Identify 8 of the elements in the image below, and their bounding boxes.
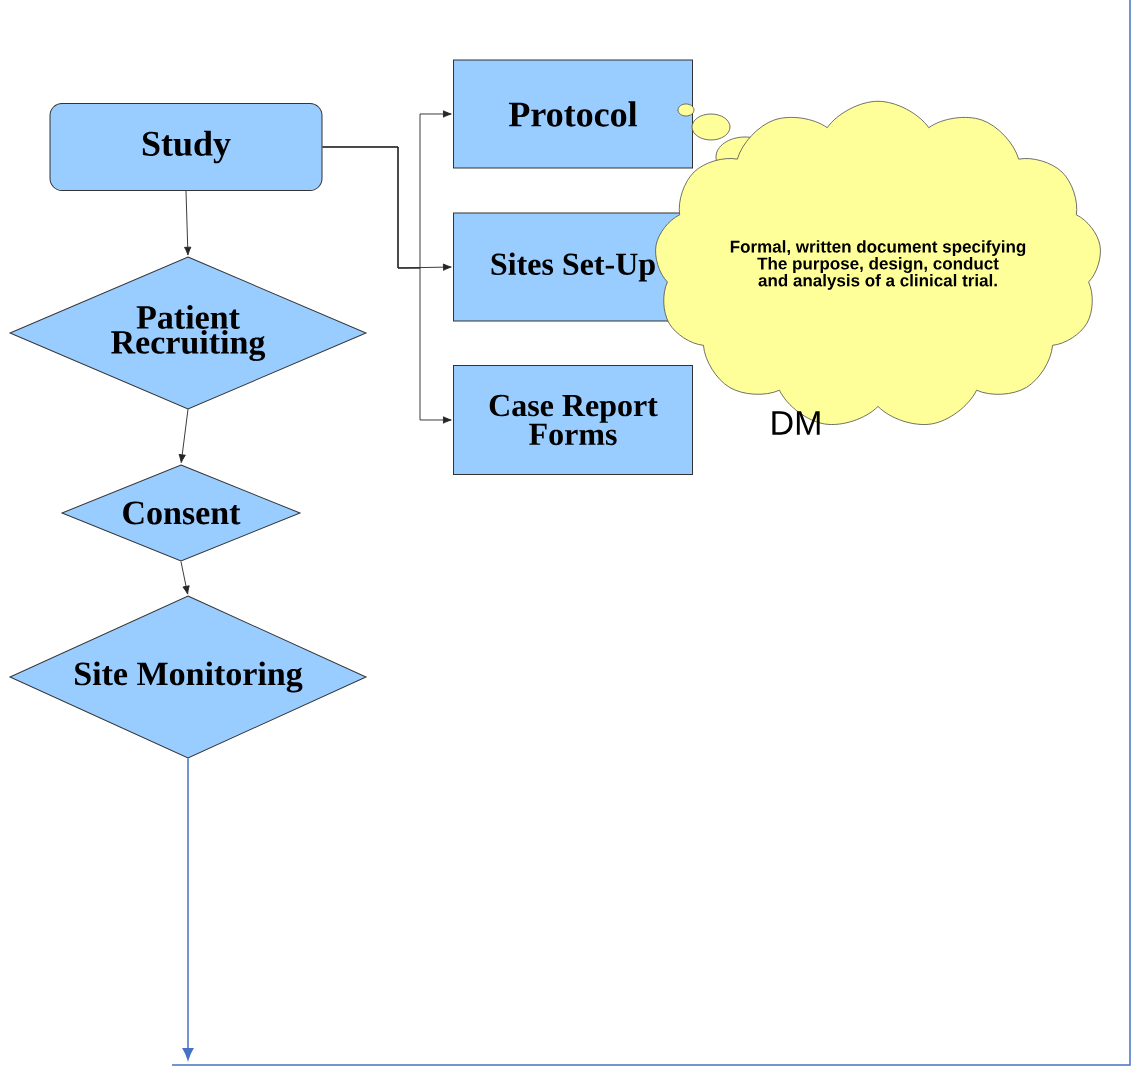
arrow bbox=[178, 408, 189, 463]
arrow bbox=[322, 146, 452, 424]
process-box: Protocol bbox=[453, 59, 693, 169]
arrow bbox=[184, 190, 192, 256]
arrow bbox=[182, 757, 194, 1060]
process-box: Case Report Forms bbox=[453, 365, 693, 475]
arrow bbox=[180, 561, 190, 595]
process-box: Study bbox=[49, 103, 323, 191]
